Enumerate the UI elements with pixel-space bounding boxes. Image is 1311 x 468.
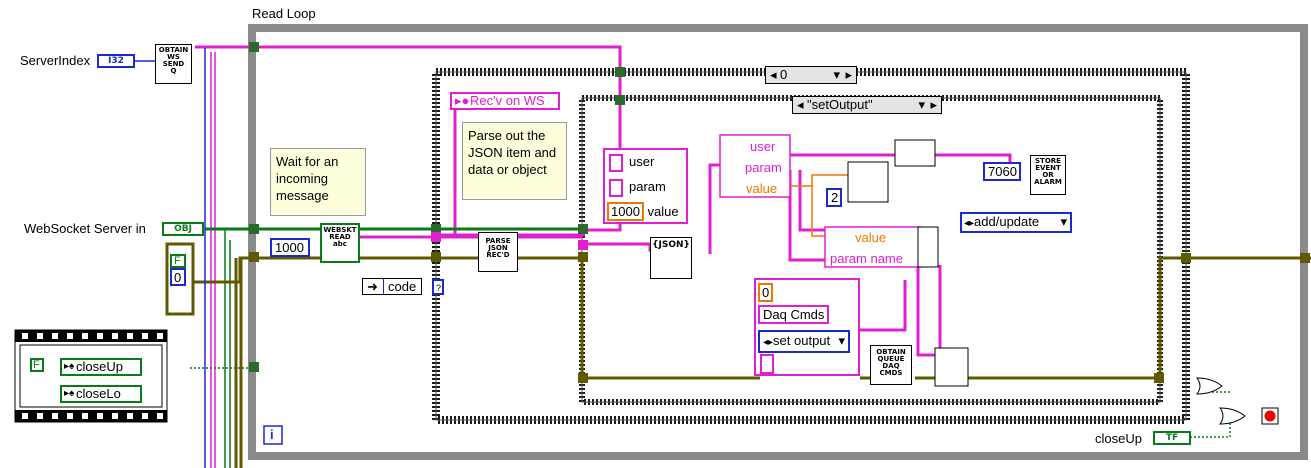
or-gates — [1196, 377, 1279, 425]
daq-cluster-constant[interactable]: 0 Daq Cmds ◂▸set output▾ — [754, 278, 860, 376]
unbundle-value: value — [746, 181, 778, 196]
param-cluster-value-label: value — [647, 204, 679, 219]
inner-case-selector[interactable]: ◂ "setOutput" ▾ ▸ — [792, 96, 942, 114]
dropdown-icon[interactable]: ▾ — [1060, 214, 1067, 229]
close-up-label: closeUp — [1095, 431, 1142, 446]
code-output-terminal: ? — [432, 279, 444, 295]
flat-sequence — [14, 329, 168, 423]
add-update-text: add/update — [974, 214, 1040, 229]
add-update-enum[interactable]: ◂▸add/update ▾ — [960, 212, 1072, 233]
bundle-value: value — [855, 230, 887, 245]
websocket-server-in-terminal[interactable]: OBJ — [162, 222, 204, 236]
websocket-server-in-label: WebSocket Server in — [24, 221, 146, 236]
close-up-ref[interactable]: ▸♠closeUp — [60, 358, 142, 376]
websocket-read-node[interactable]: WEBSKT READ abc — [320, 223, 360, 263]
inner-case-next-icon[interactable]: ▸ — [930, 97, 937, 112]
enqueue-node[interactable] — [934, 347, 969, 387]
json-node[interactable]: {JSON} — [650, 237, 692, 279]
house-icon: ▸♠ — [64, 361, 75, 372]
param-cluster-param: param — [629, 179, 666, 194]
enum-arrow-icon: ◂▸ — [964, 218, 975, 229]
globe-icon: ▸● — [455, 93, 470, 108]
object-wires — [190, 227, 582, 468]
parse-note-comment: Parse out the JSON item and data or obje… — [462, 122, 567, 200]
close-up-ref-text: closeUp — [76, 359, 123, 374]
wait-note-comment: Wait for an incoming message — [270, 148, 366, 216]
bundle-param-name: param name — [830, 251, 903, 266]
obtain-queue-daq-node[interactable]: OBTAIN QUEUE DAQ CMDS — [870, 345, 912, 385]
loop-label: Read Loop — [252, 6, 316, 21]
obtain-ws-send-q-node[interactable]: OBTAIN WS SEND Q — [155, 44, 192, 84]
inner-case-prev-icon[interactable]: ◂ — [797, 97, 804, 112]
event-code-constant[interactable]: 7060 — [983, 162, 1021, 181]
daq-command: set output — [773, 333, 831, 348]
code-selector-node[interactable]: ➜ code — [362, 278, 422, 295]
close-lo-ref[interactable]: ▸♠closeLo — [60, 385, 142, 403]
daq-name: Daq Cmds — [758, 305, 830, 324]
store-event-node[interactable]: STORE EVENT OR ALARM — [1030, 155, 1066, 195]
unbundle-node[interactable] — [719, 134, 791, 198]
zero-constant[interactable]: 0 — [170, 268, 186, 286]
param-cluster-value-num: 1000 — [607, 202, 644, 221]
build-array-node[interactable] — [894, 139, 936, 167]
unbundle-user: user — [750, 139, 776, 154]
dropdown-icon[interactable]: ▾ — [838, 333, 845, 348]
daq-index: 0 — [758, 283, 774, 302]
outer-case-next-icon[interactable]: ▸ — [845, 67, 852, 82]
bundle-node[interactable] — [824, 226, 922, 268]
unbundle-param: param — [745, 160, 782, 175]
param-cluster-constant[interactable]: user param 1000 value — [603, 148, 688, 224]
close-up-terminal[interactable]: TF — [1153, 431, 1191, 445]
false-constant[interactable]: F — [170, 254, 186, 268]
rec-on-ws-text: Rec'v on WS — [470, 93, 545, 108]
tunnels — [249, 42, 1310, 383]
arrow-icon: ➜ — [367, 279, 378, 294]
error-wires — [190, 256, 1311, 468]
house-icon: ▸♠ — [64, 388, 75, 399]
outer-case-dropdown-icon[interactable]: ▾ — [833, 67, 840, 82]
filmstrip-false-constant[interactable]: F — [30, 358, 44, 372]
inner-case-value: "setOutput" — [807, 97, 873, 112]
outer-case-value: 0 — [780, 67, 788, 82]
server-index-terminal[interactable]: I32 — [97, 54, 135, 68]
outer-case-prev-icon[interactable]: ◂ — [770, 67, 777, 82]
rec-on-ws-comment: ▸● Rec'v on WS — [450, 92, 560, 110]
timeout-constant[interactable]: 1000 — [270, 238, 310, 257]
code-text: code — [383, 279, 417, 294]
precision-constant[interactable]: 2 — [826, 188, 842, 207]
param-cluster-user: user — [629, 154, 655, 169]
format-node[interactable] — [847, 161, 889, 203]
parse-json-node[interactable]: PARSE JSON REC'D — [478, 232, 518, 272]
server-index-label: ServerIndex — [20, 53, 91, 68]
while-loop-frame[interactable] — [248, 24, 1308, 460]
outer-case-selector[interactable]: ◂ 0 ▾ ▸ — [765, 66, 857, 84]
close-lo-ref-text: closeLo — [76, 386, 121, 401]
inner-case-dropdown-icon[interactable]: ▾ — [918, 97, 925, 112]
iteration-terminal: i — [270, 427, 274, 442]
